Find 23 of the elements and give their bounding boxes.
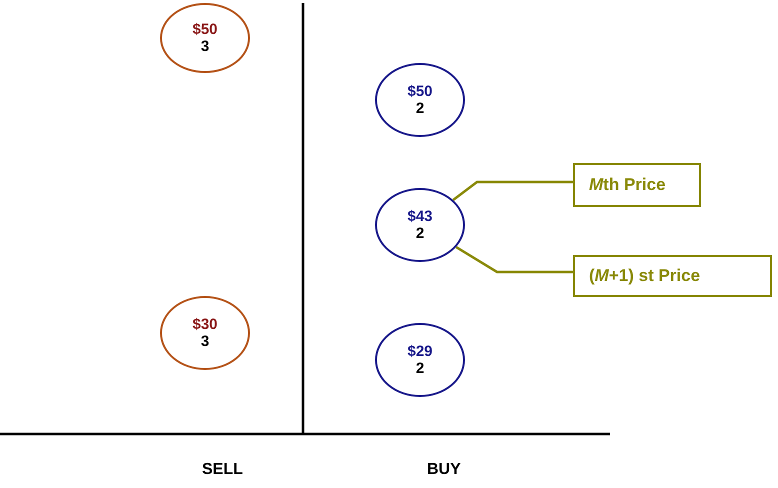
callout-box — [573, 163, 701, 207]
quantity-label: 2 — [416, 360, 424, 377]
axis-label: SELL — [202, 461, 243, 479]
price-label: $43 — [407, 208, 433, 225]
leader-line — [455, 246, 573, 274]
price-label: $50 — [407, 83, 433, 100]
quantity-label: 2 — [416, 225, 424, 242]
callout-text: (M+1) st Price — [589, 266, 700, 286]
price-circle — [375, 323, 465, 397]
price-circle — [160, 3, 250, 73]
price-circle — [375, 188, 465, 262]
axis-label: BUY — [427, 461, 461, 479]
price-label: $50 — [192, 21, 218, 38]
quantity-label: 3 — [200, 333, 210, 350]
callout-box — [573, 255, 772, 297]
leader-line — [452, 180, 573, 201]
callout-text: Mth Price — [589, 175, 666, 195]
price-circle — [375, 63, 465, 137]
quantity-label: 2 — [416, 100, 424, 117]
price-label: $29 — [407, 343, 433, 360]
price-label: $30 — [192, 316, 218, 333]
quantity-label: 3 — [200, 38, 210, 55]
price-circle — [160, 296, 250, 370]
